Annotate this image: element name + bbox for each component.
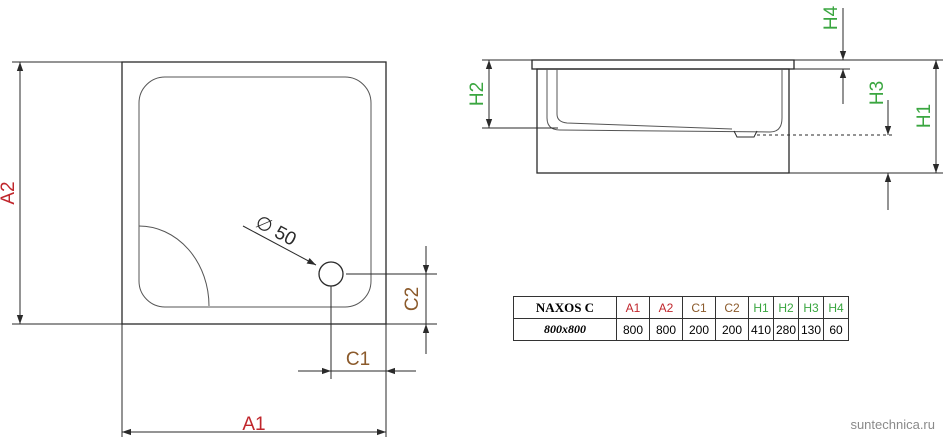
header-c1: C1 <box>682 296 716 319</box>
value-a2: 800 <box>649 318 683 341</box>
corner-quarter-arc <box>138 225 210 307</box>
header-h4: H4 <box>823 296 849 319</box>
value-h2: 280 <box>773 318 799 341</box>
header-c2: C2 <box>715 296 749 319</box>
drain-label: ∅ 50 <box>252 212 300 251</box>
header-h3: H3 <box>798 296 824 319</box>
spec-table: NAXOS C A1 A2 C1 C2 H1 H2 H3 H4 800x800 … <box>513 296 849 341</box>
plan-view: ∅ 50 A2 A1 C2 C1 <box>0 61 437 437</box>
h3-label: H3 <box>867 81 888 105</box>
h2-label: H2 <box>467 82 488 106</box>
value-h3: 130 <box>798 318 824 341</box>
header-h1: H1 <box>748 296 774 319</box>
h4-label: H4 <box>821 5 842 30</box>
side-rim <box>531 59 795 70</box>
a1-label: A1 <box>242 414 265 435</box>
a2-label: A2 <box>0 181 19 204</box>
value-a1: 800 <box>616 318 650 341</box>
side-basin <box>546 69 783 133</box>
value-h1: 410 <box>748 318 774 341</box>
spec-table-value-row: 800x800 800 800 200 200 410 280 130 60 <box>513 318 849 341</box>
side-view: H2 H4 H3 H1 <box>467 5 943 210</box>
header-a2: A2 <box>649 296 683 319</box>
header-h2: H2 <box>773 296 799 319</box>
drain-circle <box>318 261 344 287</box>
side-drain <box>733 130 758 138</box>
drain-leader <box>242 225 317 266</box>
model-name: NAXOS C <box>513 296 617 319</box>
tray-outline <box>121 61 387 325</box>
c2-label: C2 <box>402 287 423 311</box>
c1-label: C1 <box>346 349 370 370</box>
watermark: suntechnica.ru <box>850 417 935 432</box>
value-h4: 60 <box>823 318 849 341</box>
tray-basin <box>138 76 372 308</box>
value-c2: 200 <box>715 318 749 341</box>
h1-label: H1 <box>914 104 935 128</box>
spec-table-header-row: NAXOS C A1 A2 C1 C2 H1 H2 H3 H4 <box>513 296 849 319</box>
side-body <box>536 68 790 174</box>
model-size: 800x800 <box>513 318 617 341</box>
header-a1: A1 <box>616 296 650 319</box>
value-c1: 200 <box>682 318 716 341</box>
